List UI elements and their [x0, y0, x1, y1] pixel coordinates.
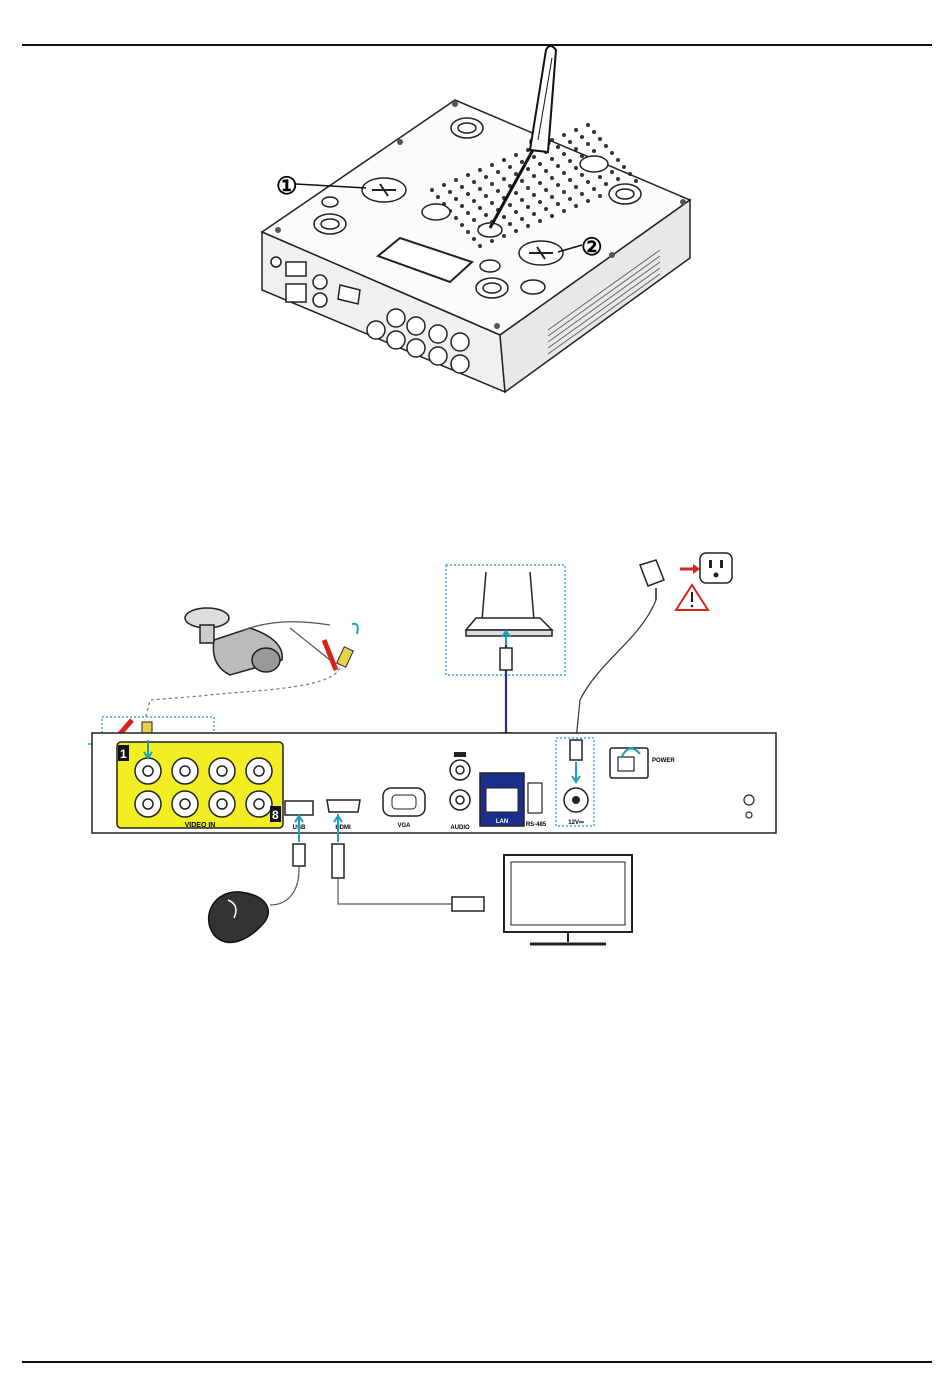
- channel-1-label: 1: [120, 747, 127, 761]
- power-label: POWER: [652, 758, 675, 764]
- camera-icon: [185, 608, 282, 675]
- hdmi-port: [327, 800, 360, 812]
- channel-8-label: 8: [272, 808, 279, 822]
- lan-label: LAN: [496, 819, 508, 825]
- outlet-icon: [700, 553, 732, 583]
- audio-label: AUDIO: [450, 825, 470, 831]
- power-in-label: 12V⎓: [568, 820, 584, 826]
- video-in-label: VIDEO IN: [185, 822, 216, 829]
- vga-label: VGA: [397, 823, 411, 829]
- power-adapter-icon: [640, 560, 664, 600]
- warning-icon: [676, 585, 708, 610]
- router-icon: [466, 572, 552, 636]
- monitor-icon: [504, 855, 632, 944]
- mouse-icon: [209, 892, 269, 943]
- rs485-label: RS-485: [526, 822, 547, 828]
- usb-port: [285, 801, 313, 815]
- rs485-port: [528, 783, 542, 813]
- power-cable: [576, 600, 656, 740]
